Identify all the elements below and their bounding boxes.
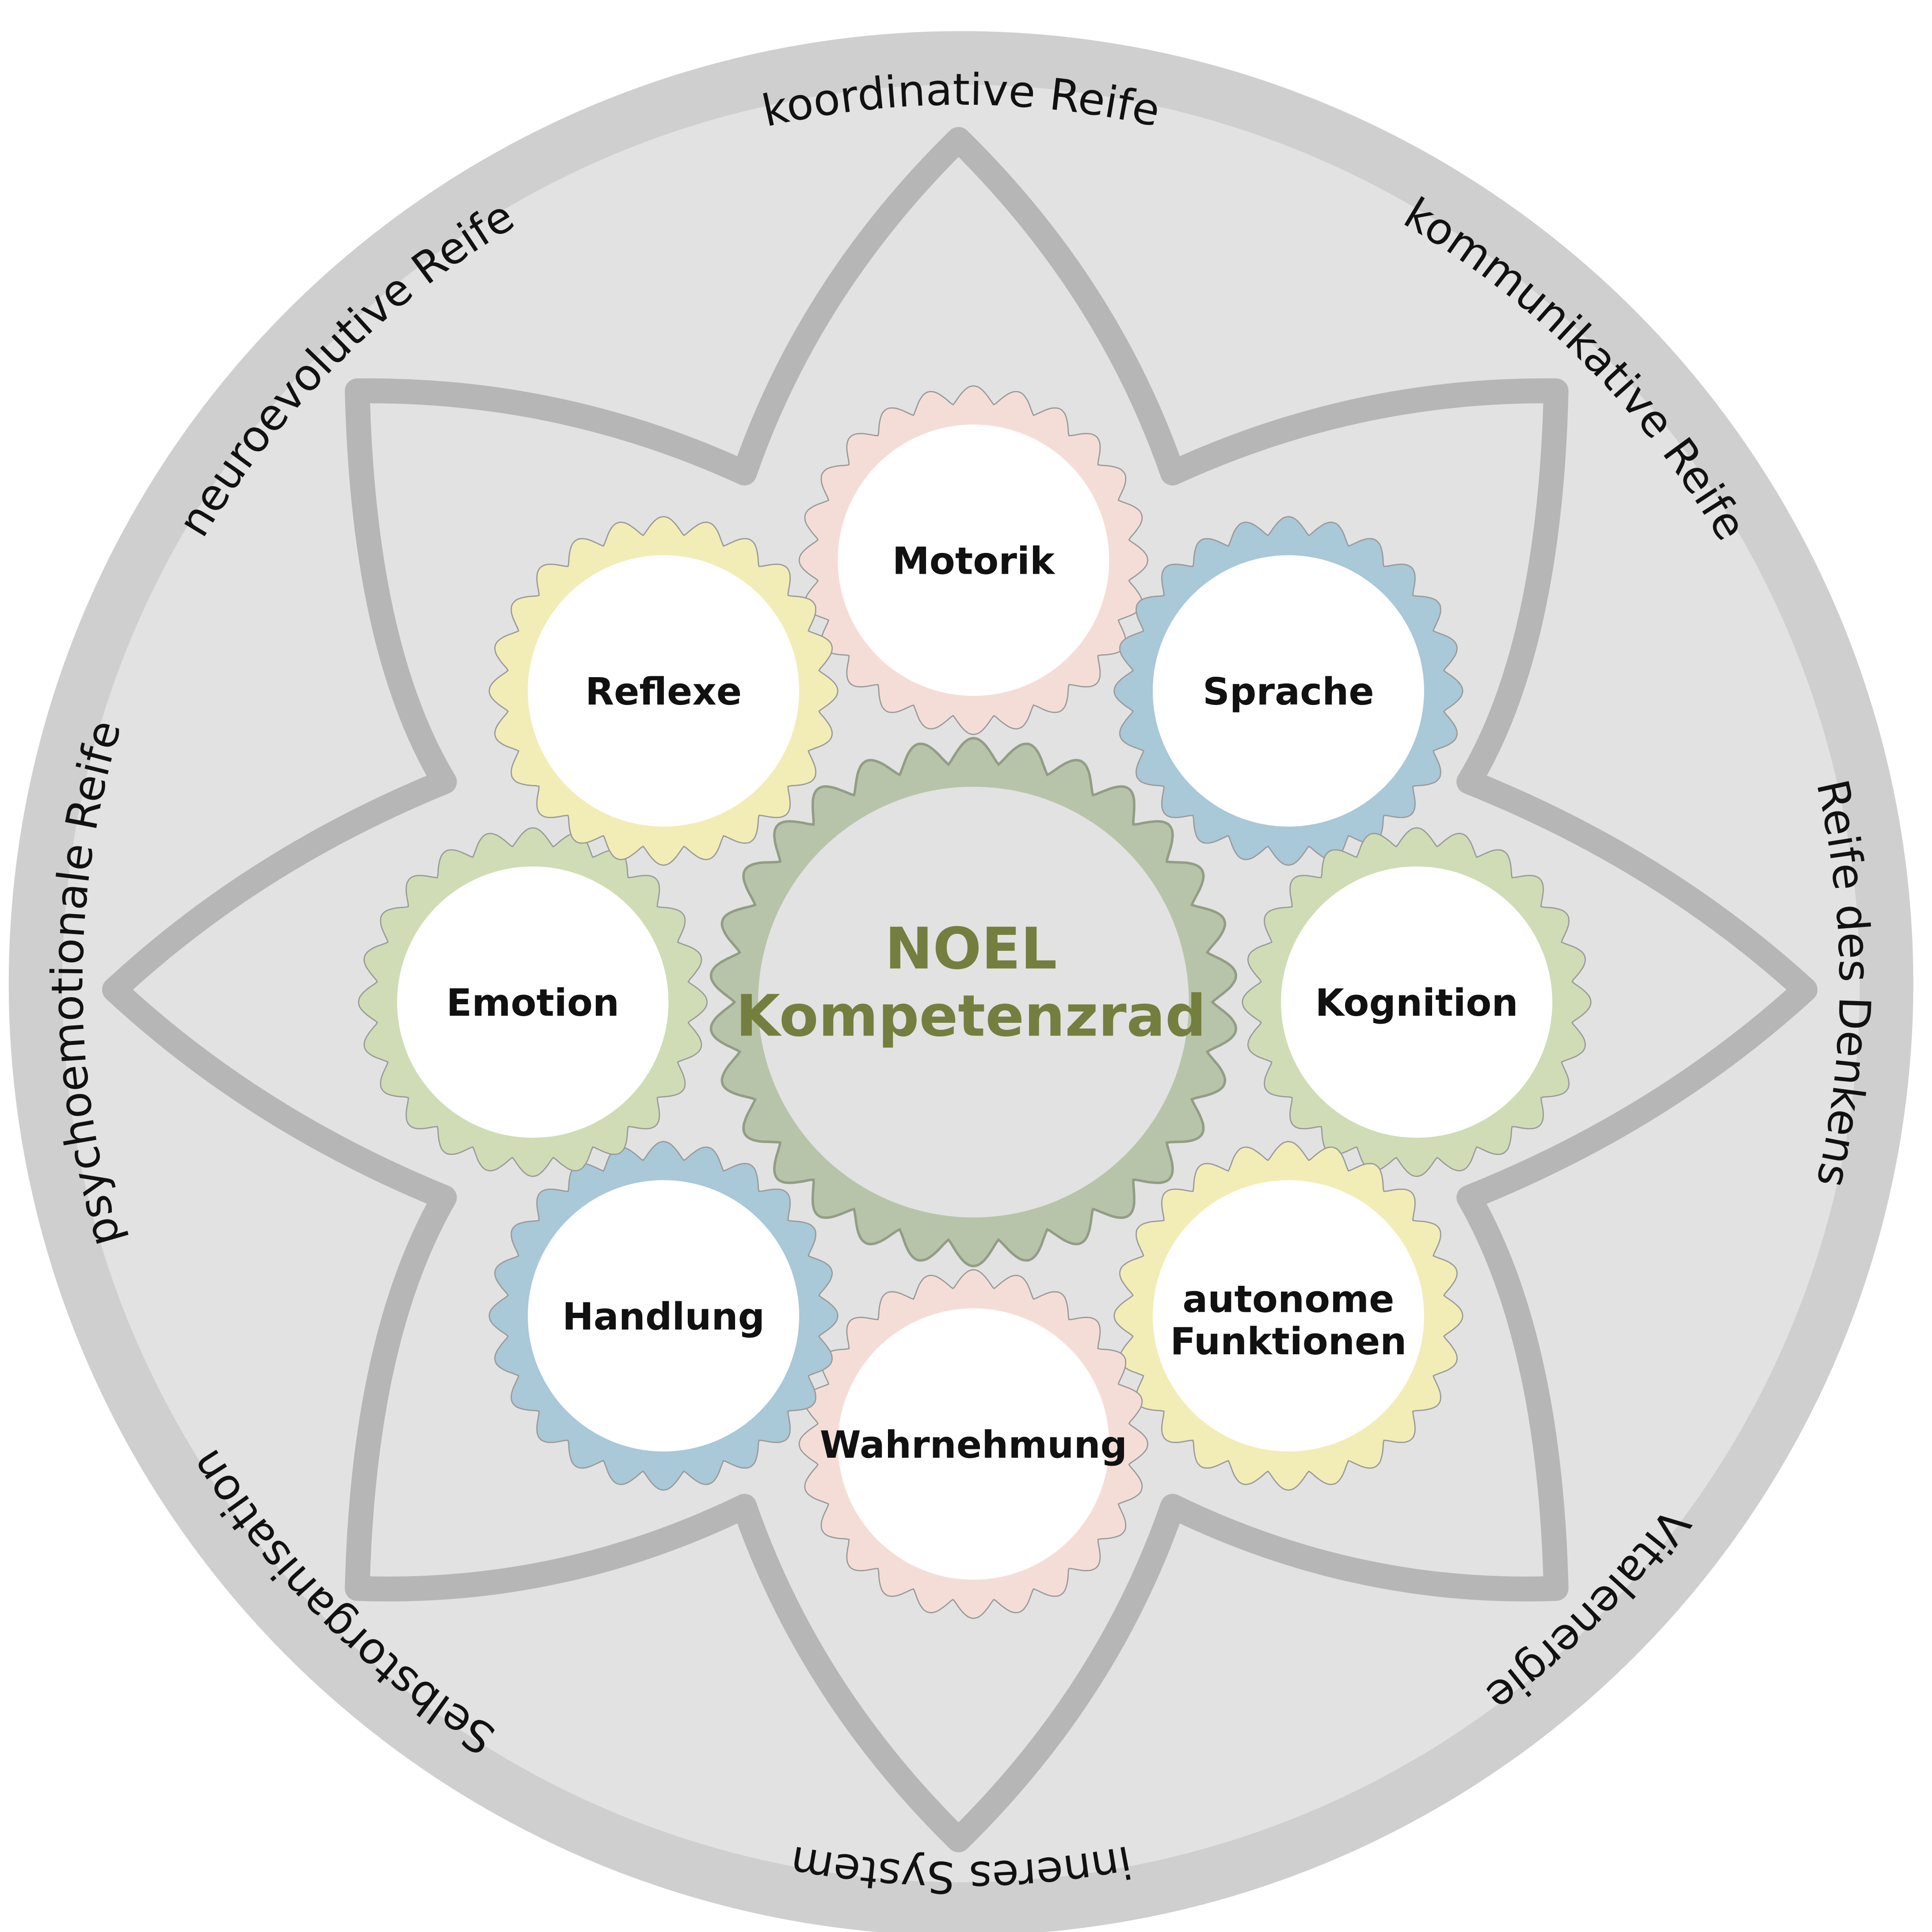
gear-face [838, 424, 1109, 696]
gear-face [1152, 555, 1424, 827]
eight-point-star [102, 127, 1818, 1852]
gear-label: Reflexe [585, 670, 742, 713]
gear-label: Funktionen [1170, 1320, 1406, 1363]
gear-face [838, 1308, 1109, 1580]
gear-wahrnehmung: Wahrnehmung [798, 1269, 1149, 1619]
gear-label: Wahrnehmung [820, 1423, 1127, 1467]
gear-motorik: Motorik [798, 385, 1149, 735]
gear-label: Handlung [562, 1295, 765, 1338]
gear-label: Sprache [1203, 670, 1374, 713]
gear-face [1281, 866, 1553, 1138]
gear-label: Emotion [446, 981, 619, 1025]
title-line-1: NOEL [885, 915, 1057, 982]
gear-face [528, 1180, 800, 1452]
gear-face [397, 866, 669, 1138]
gear-handlung: Handlung [488, 1141, 838, 1491]
gear-face [1152, 1180, 1424, 1452]
gear-kognition: Kognition [1242, 827, 1592, 1177]
gear-label: autonome [1182, 1277, 1394, 1321]
gear-face [528, 555, 800, 827]
gear-sprache: Sprache [1113, 516, 1463, 866]
gear-label: Motorik [892, 539, 1056, 583]
title-line-2: Kompetenzrad [736, 983, 1206, 1049]
center-gear-hub [758, 786, 1189, 1218]
gear-reflexe: Reflexe [488, 516, 838, 866]
gear-label: Kognition [1315, 981, 1518, 1025]
center-title: NOEL Kompetenzrad [736, 915, 1206, 1049]
gear-emotion: Emotion [358, 827, 708, 1177]
